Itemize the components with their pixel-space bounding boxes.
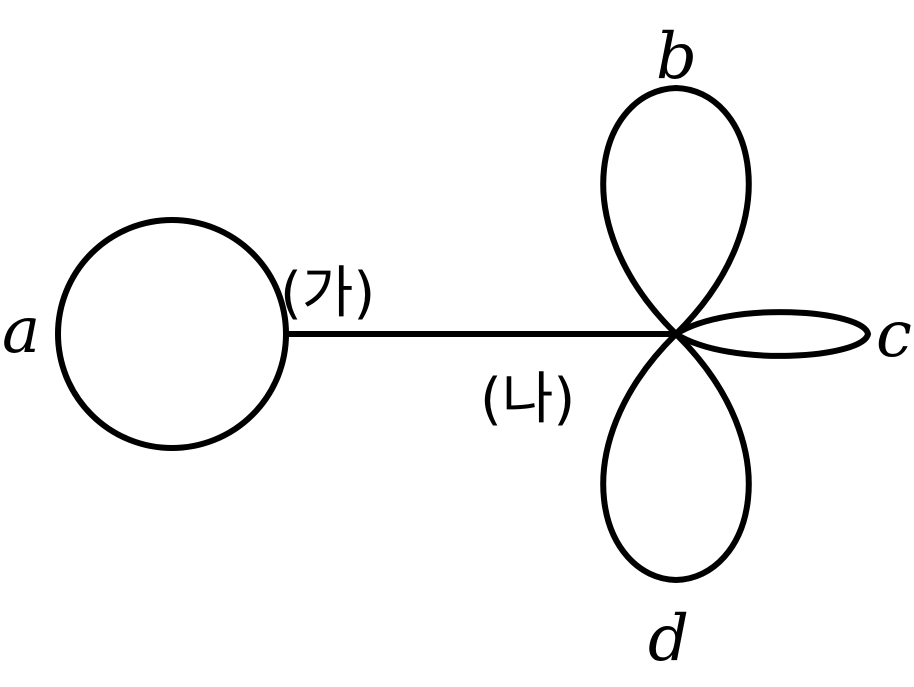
circle-a [55, 217, 289, 451]
label-d: d [648, 602, 689, 676]
label-c: c [876, 298, 912, 372]
petal-c [670, 309, 872, 359]
label-b: b [656, 20, 697, 94]
petal-b [600, 84, 752, 339]
label-a: a [2, 294, 40, 368]
label-na: (나) [480, 367, 575, 432]
petal-d [600, 329, 752, 584]
label-ga: (가) [280, 261, 375, 326]
